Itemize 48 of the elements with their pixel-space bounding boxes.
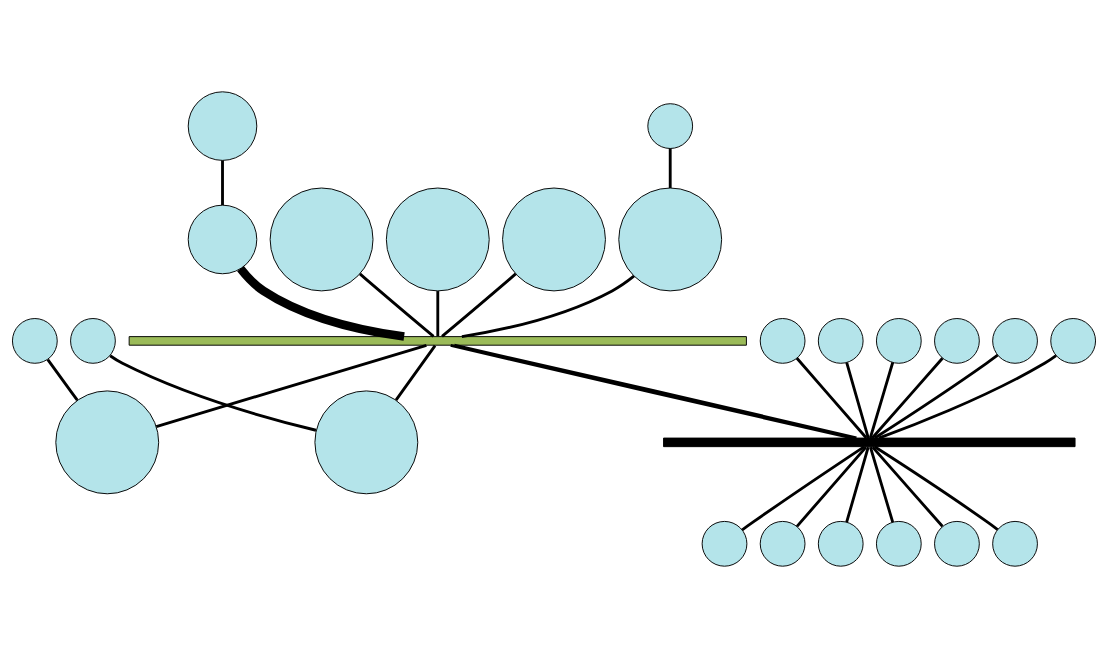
connector (668, 148, 672, 188)
connector (46, 358, 79, 402)
node-circle (817, 318, 864, 364)
node-circle (701, 520, 748, 567)
connector (795, 446, 868, 528)
node-circle (618, 187, 723, 292)
node-circle (187, 91, 258, 161)
connector (868, 362, 895, 439)
node-circle (817, 520, 864, 567)
connector (741, 445, 865, 531)
connector (871, 357, 944, 439)
node-bar (663, 437, 1076, 448)
connector (845, 362, 870, 439)
connector (878, 354, 1057, 440)
node-circle (12, 318, 58, 364)
node-bar (128, 336, 747, 346)
node-circle (647, 103, 694, 149)
node-circle (759, 318, 806, 364)
connector (359, 272, 435, 338)
connector (871, 446, 944, 528)
connector (873, 354, 999, 440)
connector (869, 446, 895, 523)
connector (845, 446, 870, 523)
node-circle (759, 520, 806, 567)
node-circle (385, 187, 490, 292)
node-circle (1050, 318, 1096, 364)
connector (873, 445, 999, 531)
node-circle (187, 204, 258, 275)
node-circle (875, 318, 922, 364)
connector (461, 275, 635, 339)
node-circle (269, 187, 374, 292)
connector (394, 344, 437, 401)
connector (795, 357, 868, 439)
node-circle (55, 390, 160, 495)
connector (155, 343, 427, 428)
node-circle (875, 520, 922, 567)
node-circle (314, 390, 419, 495)
node-circle (992, 520, 1038, 567)
connector (436, 291, 440, 337)
connector (221, 160, 224, 206)
connector (109, 354, 317, 432)
connector (237, 266, 405, 341)
node-circle (992, 318, 1038, 364)
node-circle (934, 520, 980, 567)
node-circle (70, 318, 116, 364)
connector (441, 272, 517, 338)
node-circle (934, 318, 980, 364)
node-circle (502, 187, 606, 292)
